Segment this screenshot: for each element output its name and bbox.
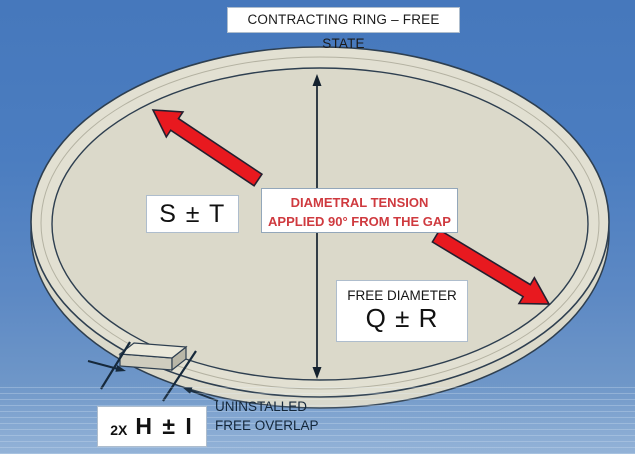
tension-value-label: S ± T <box>146 195 239 233</box>
uninstalled-note-line2: FREE OVERLAP <box>215 418 319 433</box>
free-diameter-title: FREE DIAMETER <box>347 288 457 303</box>
tension-note-line1: DIAMETRAL TENSION <box>290 195 429 210</box>
free-diameter-label: FREE DIAMETER Q ± R <box>336 280 468 342</box>
tension-note: DIAMETRAL TENSION APPLIED 90° FROM THE G… <box>261 188 458 233</box>
diagram-title: CONTRACTING RING – FREE STATE <box>227 7 460 51</box>
gap-tick-marks <box>100 341 197 402</box>
overlap-block <box>118 342 188 372</box>
uninstalled-note-line1: UNINSTALLED <box>215 399 308 414</box>
overlap-quantity: 2X <box>110 421 128 438</box>
overlap-value: H ± I <box>135 413 194 439</box>
uninstalled-note: UNINSTALLED FREE OVERLAP <box>215 397 335 435</box>
overlap-leader-arrows <box>87 360 219 402</box>
force-arrow-lower-right <box>431 228 551 305</box>
tension-note-line2: APPLIED 90° FROM THE GAP <box>268 214 451 229</box>
free-diameter-value: Q ± R <box>365 303 439 333</box>
force-arrow-upper-left <box>151 109 264 187</box>
ring <box>30 46 610 398</box>
overlap-dimension-label: 2X H ± I <box>97 406 207 447</box>
